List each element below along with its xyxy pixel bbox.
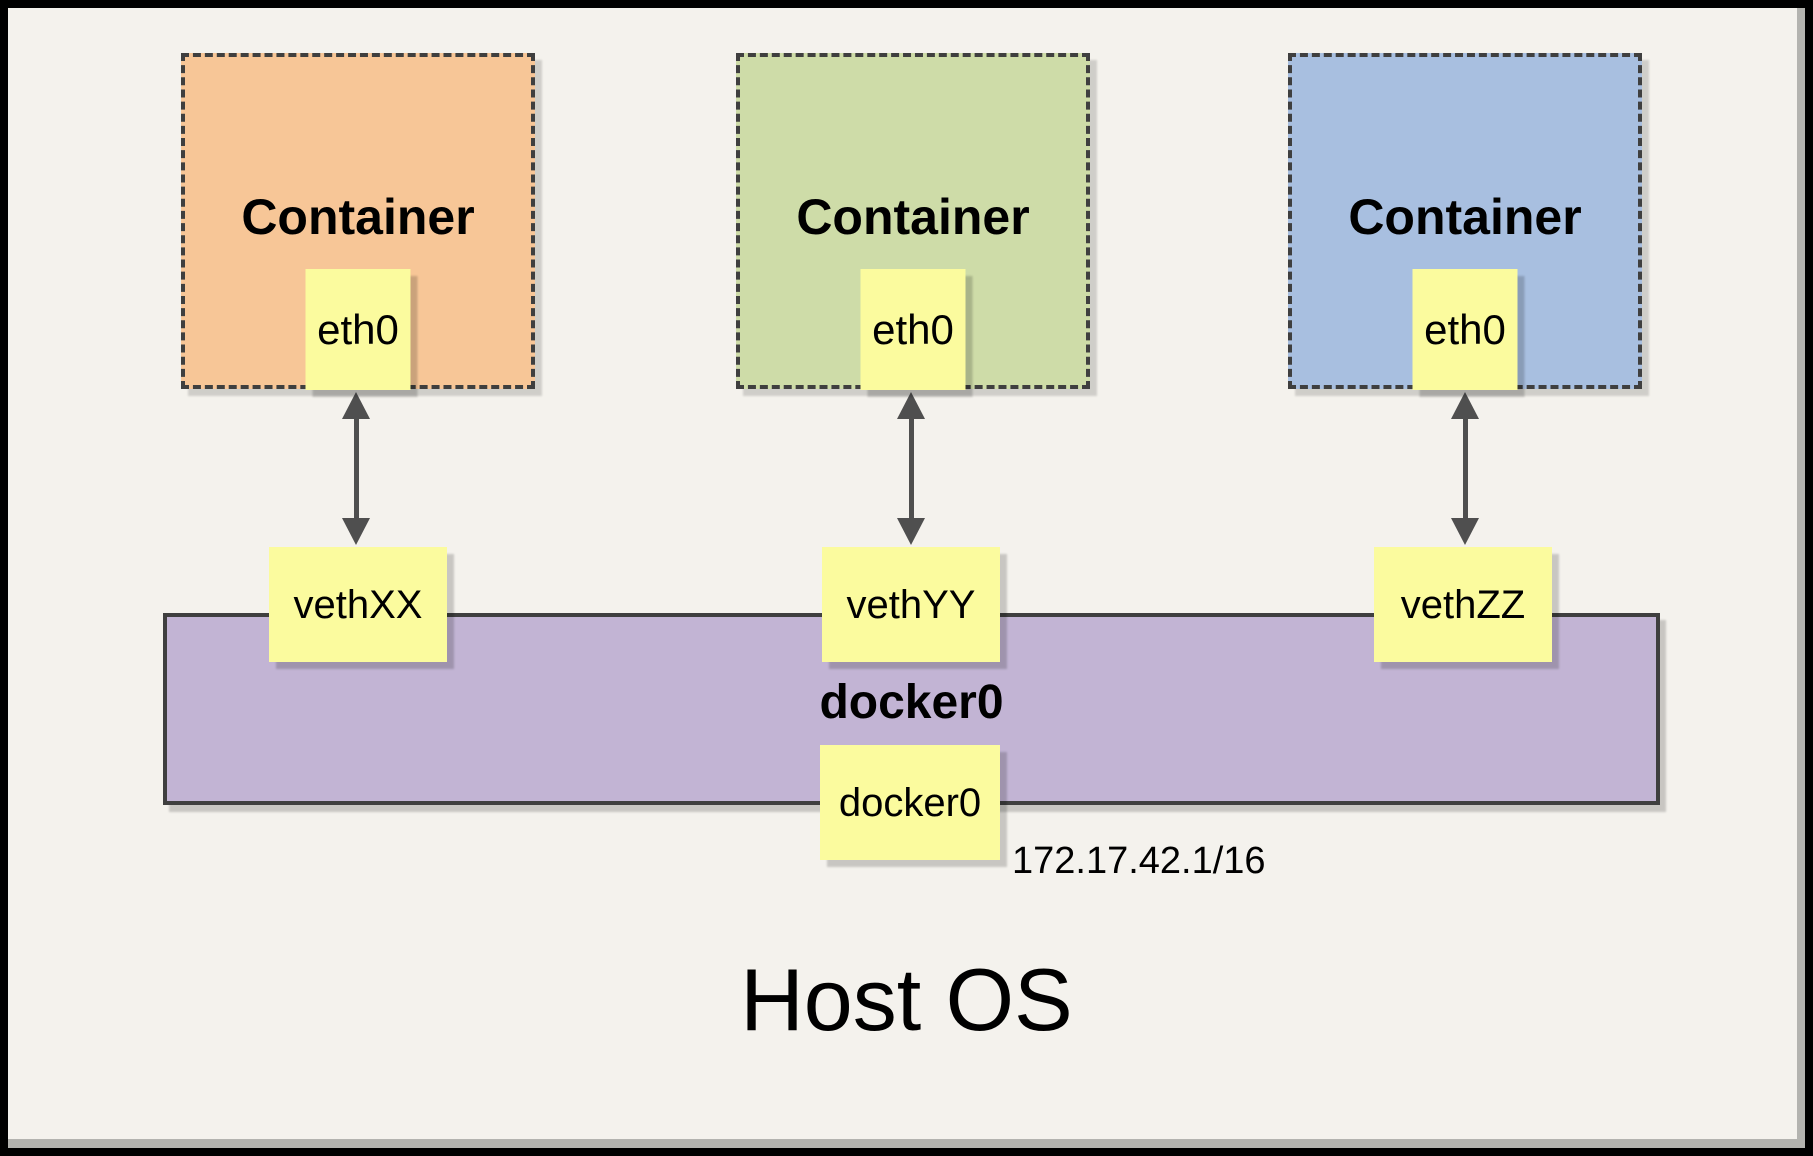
- container-box-2: Container eth0: [736, 53, 1090, 390]
- arrowhead-down-icon: [342, 518, 370, 545]
- docker0-interface-label: docker0: [838, 780, 982, 825]
- docker0-interface-box: docker0: [820, 745, 1000, 860]
- container-2-eth0-label: eth0: [872, 305, 954, 353]
- container-box-3: Container eth0: [1288, 53, 1642, 390]
- veth-connection-arrow-2: [897, 392, 925, 545]
- vethXX-box: vethXX: [269, 547, 447, 662]
- host-os-title: Host OS: [740, 950, 1073, 1049]
- container-2-label: Container: [796, 189, 1030, 245]
- container-1-eth0-box: eth0: [305, 269, 411, 390]
- veth-connection-arrow-1: [342, 392, 370, 545]
- docker0-ip-address: 172.17.42.1/16: [1012, 840, 1266, 882]
- arrow-shaft: [908, 410, 914, 527]
- container-1-eth0-label: eth0: [317, 305, 399, 353]
- container-box-1: Container eth0: [181, 53, 535, 390]
- vethYY-box: vethYY: [822, 547, 1000, 662]
- container-3-label: Container: [1348, 189, 1582, 245]
- arrowhead-down-icon: [897, 518, 925, 545]
- vethZZ-label: vethZZ: [1400, 582, 1526, 627]
- container-1-label: Container: [241, 189, 475, 245]
- container-2-eth0-box: eth0: [860, 269, 966, 390]
- veth-connection-arrow-3: [1451, 392, 1479, 545]
- arrow-shaft: [1462, 410, 1468, 527]
- docker0-bridge-label: docker0: [819, 676, 1004, 729]
- vethZZ-box: vethZZ: [1374, 547, 1552, 662]
- arrow-shaft: [353, 410, 359, 527]
- container-3-eth0-box: eth0: [1412, 269, 1518, 390]
- vethXX-label: vethXX: [293, 582, 423, 627]
- container-3-eth0-label: eth0: [1424, 305, 1506, 353]
- vethYY-label: vethYY: [846, 582, 976, 627]
- arrowhead-down-icon: [1451, 518, 1479, 545]
